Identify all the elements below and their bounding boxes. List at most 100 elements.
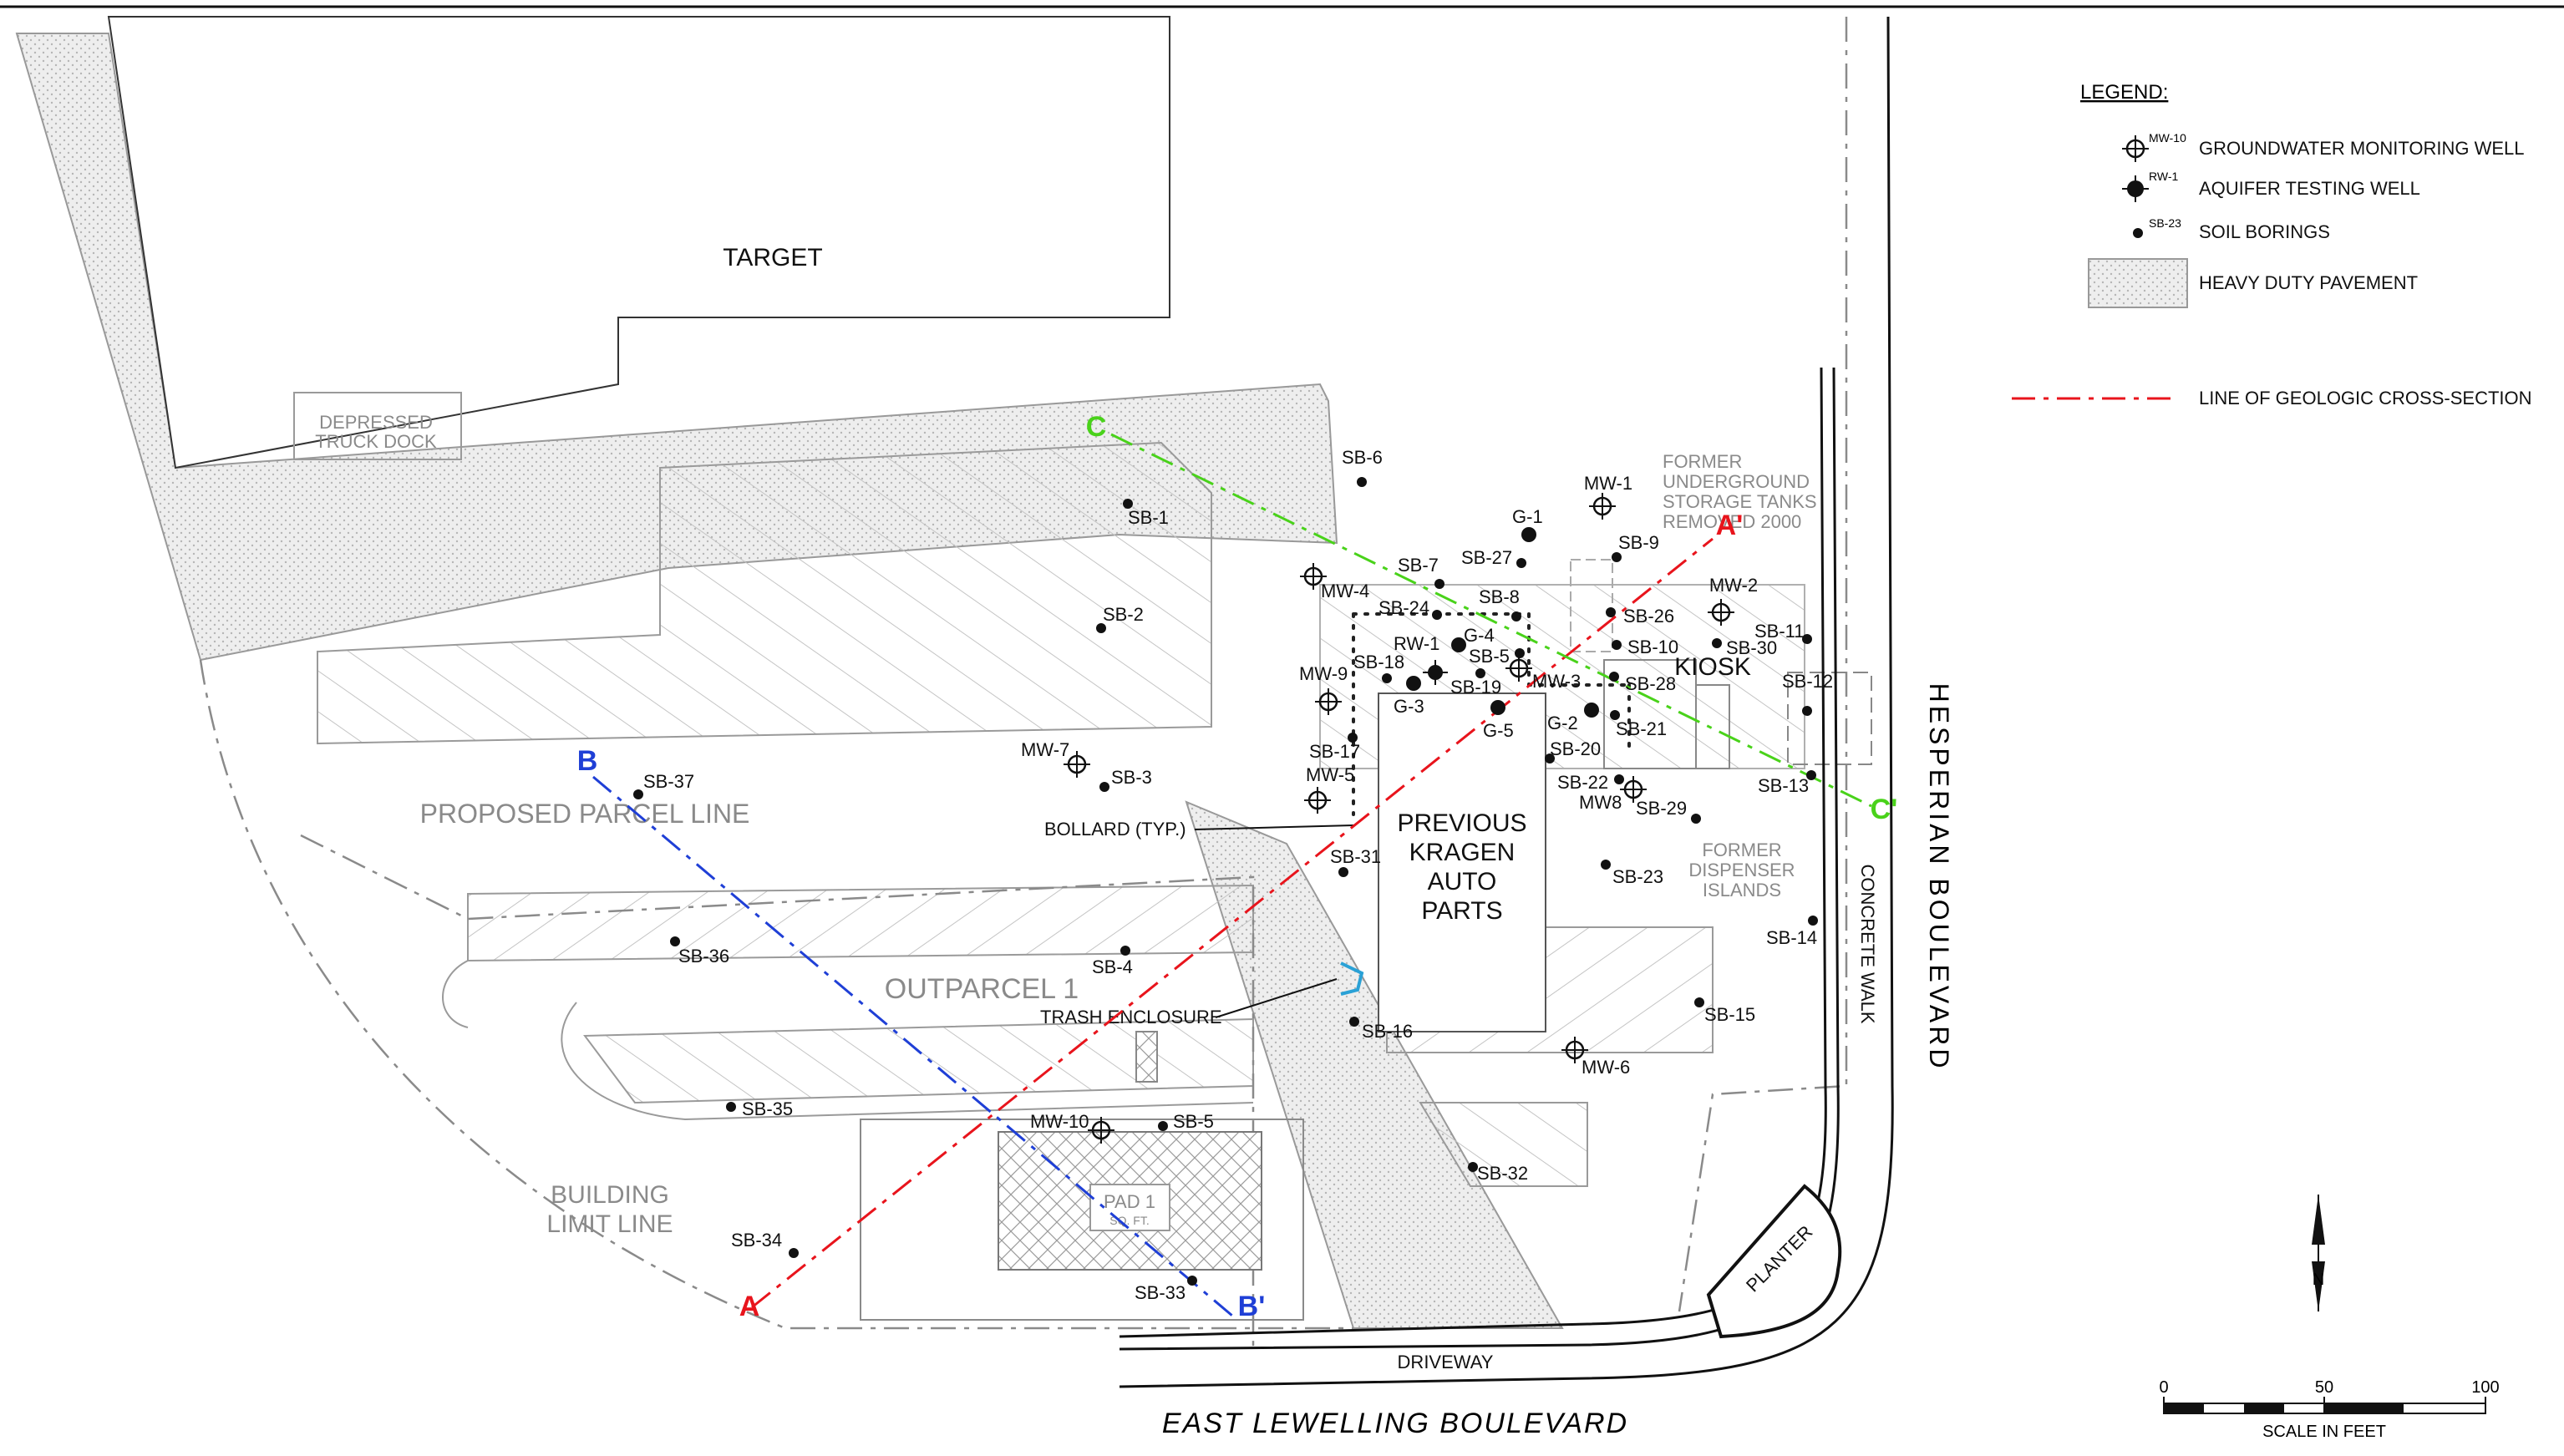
soil-boring-label: SB-6	[1342, 447, 1383, 468]
target-label: TARGET	[723, 244, 822, 271]
soil-boring-icon	[1515, 648, 1525, 658]
soil-boring-label: SB-29	[1636, 798, 1687, 819]
soil-boring-label: SB-26	[1623, 606, 1674, 627]
planter-strip	[1135, 1031, 1158, 1083]
monitoring-well-icon	[1302, 785, 1333, 815]
soil-boring-icon	[1099, 782, 1109, 792]
soil-boring-label: SB-24	[1378, 597, 1429, 618]
soil-boring-label: SB-1	[1128, 507, 1169, 528]
soil-boring-icon	[1609, 672, 1619, 682]
soil-boring-icon	[1712, 638, 1722, 648]
scale-tick-100: 100	[2471, 1378, 2499, 1397]
bollard-line	[1352, 612, 1631, 816]
soil-boring-label: SB-36	[678, 946, 729, 966]
scale-tick-0: 0	[2159, 1378, 2168, 1397]
soil-boring-label: SB-5	[1173, 1111, 1214, 1132]
building-limit-label-2: LIMIT LINE	[546, 1210, 673, 1238]
section-c-line	[1110, 433, 1872, 808]
soil-boring-icon	[1610, 710, 1620, 720]
soil-boring-icon	[1475, 668, 1485, 678]
soil-gas-probe-icon	[1521, 527, 1536, 542]
soil-boring-icon	[789, 1248, 799, 1258]
soil-boring-label: SB-32	[1477, 1163, 1528, 1184]
soil-boring-icon	[1468, 1162, 1478, 1172]
legend-pavement-text: HEAVY DUTY PAVEMENT	[2199, 272, 2418, 293]
soil-boring-label: SB-3	[1111, 767, 1152, 788]
section-a-line	[751, 537, 1714, 1309]
kragen-label-4: PARTS	[1421, 897, 1502, 925]
kragen-label-3: AUTO	[1428, 868, 1497, 895]
monitoring-well-label: MW-6	[1582, 1057, 1630, 1078]
soil-boring-icon	[726, 1102, 736, 1112]
soil-boring-label: SB-35	[742, 1098, 793, 1119]
soil-boring-label: SB-27	[1461, 547, 1512, 568]
soil-boring-icon	[1612, 640, 1622, 650]
scale-tick-50: 50	[2315, 1378, 2333, 1397]
hesperian-label: HESPERIAN BOULEVARD	[1924, 683, 1954, 1072]
scale-label: SCALE IN FEET	[2262, 1423, 2386, 1441]
kiosk-box	[1695, 684, 1730, 769]
soil-boring-label: SB-10	[1627, 637, 1678, 657]
soil-boring-icon	[1434, 579, 1444, 589]
north-arrow	[2312, 1195, 2325, 1311]
legend-aq-well-text: AQUIFER TESTING WELL	[2199, 178, 2420, 199]
monitoring-well-label: MW-4	[1321, 581, 1369, 601]
soil-boring-label: SB-22	[1557, 772, 1608, 793]
soil-gas-probe-icon	[1584, 703, 1599, 718]
soil-boring-label: SB-31	[1330, 846, 1381, 867]
soil-boring-icon	[1802, 634, 1812, 644]
soil-boring-label: SB-21	[1616, 718, 1667, 739]
aquifer-well-label: RW-1	[1394, 633, 1439, 654]
soil-boring-label: SB-30	[1726, 637, 1777, 658]
lewelling-label: EAST LEWELLING BOULEVARD	[1162, 1408, 1628, 1439]
soil-boring-label: SB-4	[1092, 956, 1133, 977]
soil-boring-label: SB-5	[1469, 646, 1510, 667]
soil-boring-icon	[1120, 946, 1130, 956]
planter	[1706, 1184, 1842, 1339]
outparcel-curb	[561, 1002, 1254, 1121]
legend: LEGEND: MW-10 GROUNDWATER MONITORING WEL…	[2012, 81, 2532, 408]
soil-gas-probe-label: G-2	[1547, 713, 1578, 733]
ust-label-4: REMOVED 2000	[1663, 511, 1801, 532]
target-building	[107, 16, 1170, 469]
parking-east-2	[1419, 1102, 1588, 1187]
monitoring-well-label: MW-9	[1299, 663, 1348, 684]
trash-enclosure	[1340, 961, 1364, 996]
legend-xsection-text: LINE OF GEOLOGIC CROSS-SECTION	[2199, 388, 2532, 408]
building-limit-label-1: BUILDING	[551, 1181, 669, 1209]
soil-boring-icon	[1511, 611, 1521, 621]
outparcel-curb-2	[442, 960, 469, 1028]
soil-boring-label: SB-19	[1450, 677, 1501, 698]
parking-north	[317, 441, 1212, 745]
section-c-label: C	[1086, 411, 1107, 443]
soil-boring-label: SB-23	[1612, 866, 1663, 887]
concrete-walk-label: CONCRETE WALK	[1857, 864, 1878, 1023]
soil-gas-probe-label: G-3	[1394, 696, 1424, 717]
soil-boring-label: SB-28	[1625, 673, 1676, 694]
soil-gas-probe-icon	[1490, 700, 1505, 715]
soil-boring-label: SB-17	[1309, 741, 1360, 762]
monitoring-well-label: MW-2	[1709, 575, 1758, 596]
soil-boring-icon	[1187, 1276, 1197, 1286]
monitoring-well-label: MW-1	[1584, 473, 1632, 494]
legend-gw-well-icon	[2120, 134, 2150, 164]
soil-gas-probe-label: G-4	[1464, 625, 1495, 646]
kragen-label-1: PREVIOUS	[1397, 809, 1526, 837]
monitoring-well-label: MW-3	[1532, 671, 1581, 692]
bollard-label: BOLLARD (TYP.)	[1044, 819, 1186, 840]
soil-boring-icon	[670, 936, 680, 946]
soil-boring-label: SB-37	[643, 771, 694, 792]
parking-south	[467, 884, 1254, 962]
soil-boring-icon	[1545, 753, 1555, 764]
soil-boring-label: SB-12	[1782, 671, 1833, 692]
soil-boring-label: SB-20	[1550, 738, 1601, 759]
legend-title: LEGEND:	[2080, 81, 2168, 104]
truck-dock-label-2: TRUCK DOCK	[315, 431, 437, 452]
soil-boring-icon	[1357, 477, 1367, 487]
soil-boring-label: SB-7	[1398, 555, 1439, 576]
legend-aq-well-tag: RW-1	[2149, 170, 2178, 183]
section-c-prime-label: C'	[1871, 794, 1898, 825]
monitoring-well-label: MW8	[1579, 792, 1622, 813]
monitoring-well-label: MW-5	[1306, 764, 1354, 785]
soil-boring-icon	[1614, 774, 1624, 784]
